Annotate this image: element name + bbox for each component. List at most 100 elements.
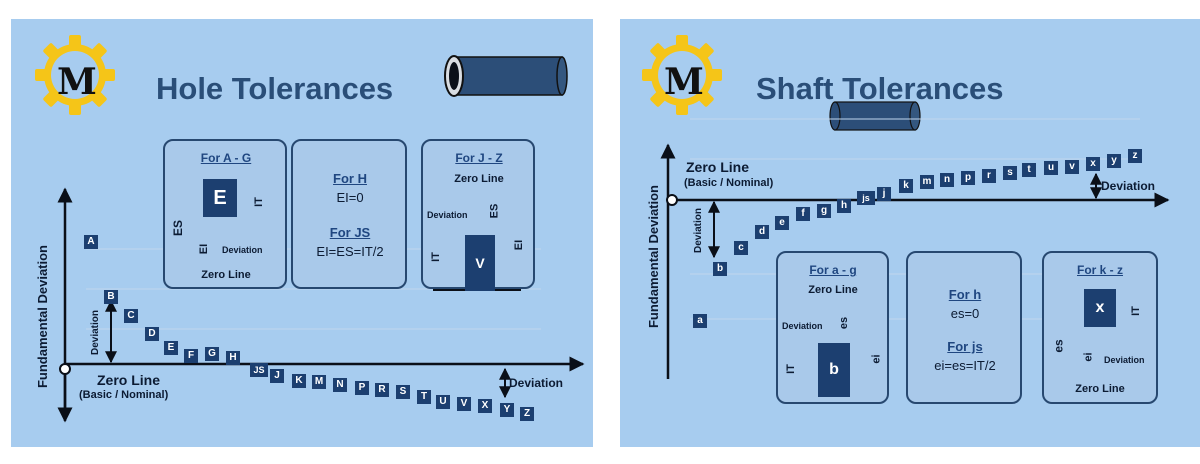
box-h-formula: es=0 (950, 306, 980, 321)
b-deviation-label: Deviation (90, 309, 102, 356)
box-kz-title: For k - z (1076, 263, 1124, 277)
shaft-letter-c: c (734, 241, 748, 255)
hole-letter-t: T (417, 390, 431, 404)
es-label: es (1051, 339, 1066, 353)
zero-line-sublabel: (Basic / Nominal) (79, 389, 169, 401)
box-for-h: For h es=0 For js ei=es=IT/2 (906, 251, 1022, 404)
es-label: ES (488, 203, 501, 219)
box-for-j-z: For J - Z Zero Line Deviation ES IT EI V (421, 139, 535, 291)
shaft-letter-v: v (1065, 160, 1079, 174)
hole-letter-u: U (436, 395, 450, 409)
hole-letter-k: K (292, 374, 306, 388)
shaft-letter-b: b (713, 262, 727, 276)
shaft-letter-u: u (1044, 161, 1058, 175)
shaft-letter-e: e (775, 216, 789, 230)
y-axis-label: Fundamental Deviation (646, 184, 662, 329)
box-js-formula: ei=es=IT/2 (934, 358, 996, 373)
zero-line-label: Zero Line (686, 159, 750, 175)
hole-letter-a: A (84, 235, 98, 249)
hole-letter-s: S (396, 385, 410, 399)
box-for-a-g: For a - g Zero Line Deviation es IT ei b (776, 251, 889, 404)
zero-line-label: Zero Line (808, 284, 858, 296)
shaft-letter-d: d (755, 225, 769, 239)
shaft-letter-m: m (920, 175, 934, 189)
box-for-h: For H EI=0 For JS EI=ES=IT/2 (291, 139, 407, 289)
block-e: E (203, 179, 237, 217)
block-x: x (1084, 289, 1116, 327)
block-b: b (818, 343, 850, 397)
shaft-tolerances-panel: M Shaft Tolerances (620, 19, 1200, 447)
hollow-cylinder-icon (444, 55, 568, 97)
it-label: IT (429, 252, 442, 262)
hole-letter-e: E (164, 341, 178, 355)
y-axis-label: Fundamental Deviation (35, 244, 51, 389)
ei-label: ei (1082, 352, 1095, 362)
box-js-title: For JS (329, 225, 371, 240)
shaft-letter-p: p (961, 171, 975, 185)
shaft-letter-r: r (982, 169, 996, 183)
solid-cylinder-icon (829, 101, 921, 131)
zero-line-label: Zero Line (1075, 383, 1125, 395)
shaft-letter-f: f (796, 207, 810, 221)
box-for-k-z: For k - z x es IT ei Deviation Zero Line (1042, 251, 1158, 404)
hole-letter-y: Y (500, 403, 514, 417)
gear-logo-icon (642, 35, 722, 115)
hole-letter-j: J (270, 369, 284, 383)
gear-logo-icon (35, 35, 115, 115)
ei-label: EI (513, 239, 526, 251)
hole-letter-m: M (312, 375, 326, 389)
hole-letter-h: H (226, 351, 240, 365)
block-v: V (465, 235, 495, 291)
zero-line-label: Zero Line (201, 269, 251, 281)
hole-letter-n: N (333, 378, 347, 392)
y-deviation-label: Deviation (509, 376, 564, 390)
deviation-label: Deviation (782, 321, 823, 331)
it-label: IT (1129, 306, 1142, 316)
hole-letter-p: P (355, 381, 369, 395)
page-title: Shaft Tolerances (756, 71, 1004, 106)
shaft-letter-a: a (693, 314, 707, 328)
deviation-label: Deviation (427, 210, 468, 220)
z-deviation-label: Deviation (1101, 179, 1156, 193)
logo-letter: M (664, 61, 704, 103)
hole-letter-z: Z (520, 407, 534, 421)
hole-tolerances-panel: M Hole Tolerances (11, 19, 593, 447)
shaft-letter-h: h (837, 199, 851, 213)
it-label: IT (252, 197, 265, 207)
hole-letter-b: B (104, 290, 118, 304)
shaft-letter-z: z (1128, 149, 1142, 163)
hole-letter-v: V (457, 397, 471, 411)
es-label: es (838, 316, 851, 330)
hole-letter-g: G (205, 347, 219, 361)
box-for-a-g: For A - G E ES IT EI Deviation Zero Line (163, 139, 287, 289)
deviation-label: Deviation (222, 245, 263, 255)
shaft-letter-t: t (1022, 163, 1036, 177)
hole-letter-f: F (184, 349, 198, 363)
zero-line-sublabel: (Basic / Nominal) (684, 177, 774, 189)
ei-label: ei (870, 354, 883, 364)
shaft-letter-s: s (1003, 166, 1017, 180)
box-js-title: For js (947, 339, 983, 354)
box-h-title: For h (948, 287, 982, 302)
it-label: IT (784, 364, 797, 374)
hole-letter-x: X (478, 399, 492, 413)
box-h-title: For H (333, 171, 367, 186)
box-js-formula: EI=ES=IT/2 (316, 244, 384, 259)
deviation-label: Deviation (1104, 355, 1145, 365)
shaft-letter-k: k (899, 179, 913, 193)
box-h-formula: EI=0 (336, 190, 364, 205)
zero-line-label: Zero Line (454, 173, 504, 185)
shaft-letter-g: g (817, 204, 831, 218)
hole-letter-r: R (375, 383, 389, 397)
hole-letter-d: D (145, 327, 159, 341)
logo-letter: M (57, 61, 97, 103)
es-label: ES (171, 219, 186, 237)
hole-letter-js: JS (250, 363, 268, 377)
zero-line-label: Zero Line (97, 372, 161, 388)
b-deviation-label: Deviation (693, 207, 705, 254)
shaft-letter-js: js (857, 191, 875, 205)
page-title: Hole Tolerances (156, 71, 394, 106)
shaft-letter-y: y (1107, 154, 1121, 168)
shaft-letter-j: j (877, 187, 891, 201)
shaft-letter-n: n (940, 173, 954, 187)
